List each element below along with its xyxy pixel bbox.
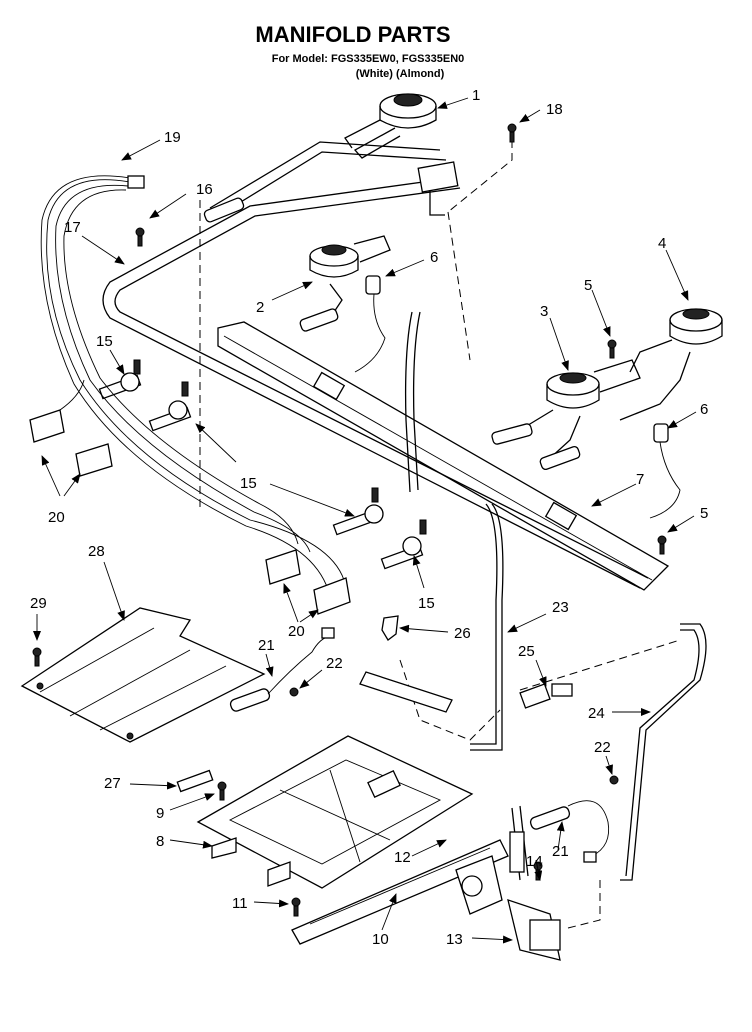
callout-labels: 1 2 3 4 5 5 6 6 7 8 9 10 11 12 13 14 15 … <box>30 87 708 948</box>
tube-24 <box>620 623 707 881</box>
burner-3 <box>491 359 641 471</box>
callout-26: 26 <box>454 625 471 642</box>
callout-16: 16 <box>196 181 213 198</box>
burner-1 <box>344 93 459 216</box>
supply-pipe <box>470 503 504 751</box>
callout-5a: 5 <box>584 277 592 294</box>
callout-7: 7 <box>636 471 644 488</box>
callout-22b: 22 <box>594 739 611 756</box>
burner-2 <box>299 235 391 332</box>
bake-tube-27 <box>176 769 214 793</box>
callout-11: 11 <box>232 895 248 912</box>
callout-20b: 20 <box>288 623 305 640</box>
callout-14: 14 <box>526 853 543 870</box>
bracket-8 <box>211 837 237 859</box>
electrode-upper <box>354 275 386 373</box>
callout-29: 29 <box>30 595 47 612</box>
callout-8: 8 <box>156 833 164 850</box>
callout-20a: 20 <box>48 509 65 526</box>
callout-21a: 21 <box>258 637 275 654</box>
callout-25: 25 <box>518 643 535 660</box>
electrode-lower <box>649 423 681 519</box>
callout-27: 27 <box>104 775 121 792</box>
manifold-tube <box>102 141 649 589</box>
wire-harness <box>40 175 345 597</box>
callout-21b: 21 <box>552 843 569 860</box>
callout-3: 3 <box>540 303 548 320</box>
callout-13: 13 <box>446 931 463 948</box>
upper-tube-27 <box>359 671 453 713</box>
model-line: For Model: FGS335EW0, FGS335EN0 <box>272 53 465 65</box>
igniter-upper <box>229 627 335 712</box>
burner-valve-4 <box>380 519 427 570</box>
callout-1: 1 <box>472 87 480 104</box>
burner-valve-3 <box>332 487 384 536</box>
burner-4 <box>619 308 723 421</box>
callout-6b: 6 <box>700 401 708 418</box>
heat-shield <box>20 607 266 743</box>
screw-icon <box>657 535 667 555</box>
screw-icon <box>32 647 42 667</box>
bracket-9 <box>267 861 291 887</box>
broil-burner-tube <box>291 839 509 945</box>
callout-23: 23 <box>552 599 569 616</box>
callout-15c: 15 <box>418 595 435 612</box>
safety-valve <box>455 805 561 961</box>
callout-19: 19 <box>164 129 181 146</box>
oven-bake-burner <box>196 735 474 889</box>
callout-9: 9 <box>156 805 164 822</box>
orifice-25 <box>519 683 573 709</box>
ignition-lead-upper <box>404 311 421 493</box>
callout-15a: 15 <box>96 333 113 350</box>
bracket-20a <box>29 379 85 443</box>
callout-2: 2 <box>256 299 264 316</box>
screw-icon <box>217 781 227 801</box>
callout-15b: 15 <box>240 475 257 492</box>
screw-icon <box>291 897 301 917</box>
callout-18: 18 <box>546 101 563 118</box>
page-title: MANIFOLD PARTS <box>255 22 450 47</box>
burner-valve-1 <box>98 359 142 400</box>
callout-24: 24 <box>588 705 605 722</box>
screw-icon <box>607 339 617 359</box>
callout-17: 17 <box>64 219 81 236</box>
callout-10: 10 <box>372 931 389 948</box>
callout-22a: 22 <box>326 655 343 672</box>
callout-28: 28 <box>88 543 105 560</box>
igniter-lower <box>529 775 619 863</box>
callout-5b: 5 <box>700 505 708 522</box>
screw-icon <box>135 227 145 247</box>
burner-rail <box>217 321 670 591</box>
clip-26 <box>381 615 399 641</box>
burner-valve-2 <box>148 381 192 432</box>
callout-4: 4 <box>658 235 666 252</box>
bracket-20d <box>313 577 351 615</box>
callout-arrows <box>33 97 697 944</box>
screw-icon <box>507 123 517 143</box>
bracket-20c <box>265 549 301 585</box>
bracket-20b <box>75 443 113 477</box>
burner-1-tube <box>203 197 245 223</box>
callout-12: 12 <box>394 849 411 866</box>
callout-6a: 6 <box>430 249 438 266</box>
color-line: (White) (Almond) <box>356 68 445 80</box>
